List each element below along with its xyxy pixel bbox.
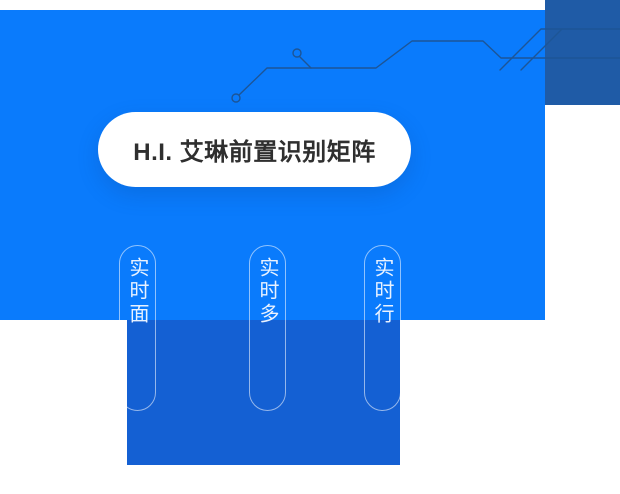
background-accent-rect [545, 0, 620, 105]
feature-pill-3-label: 实时行 [371, 257, 393, 326]
feature-pill-1: 实时面 [119, 245, 156, 411]
feature-pill-2: 实时多 [249, 245, 286, 411]
feature-pill-2-label: 实时多 [256, 257, 278, 326]
title-card: H.I. 艾琳前置识别矩阵 [98, 112, 411, 187]
feature-pill-1-label: 实时面 [126, 257, 148, 326]
feature-pill-3: 实时行 [364, 245, 401, 411]
page-title: H.I. 艾琳前置识别矩阵 [133, 139, 376, 166]
